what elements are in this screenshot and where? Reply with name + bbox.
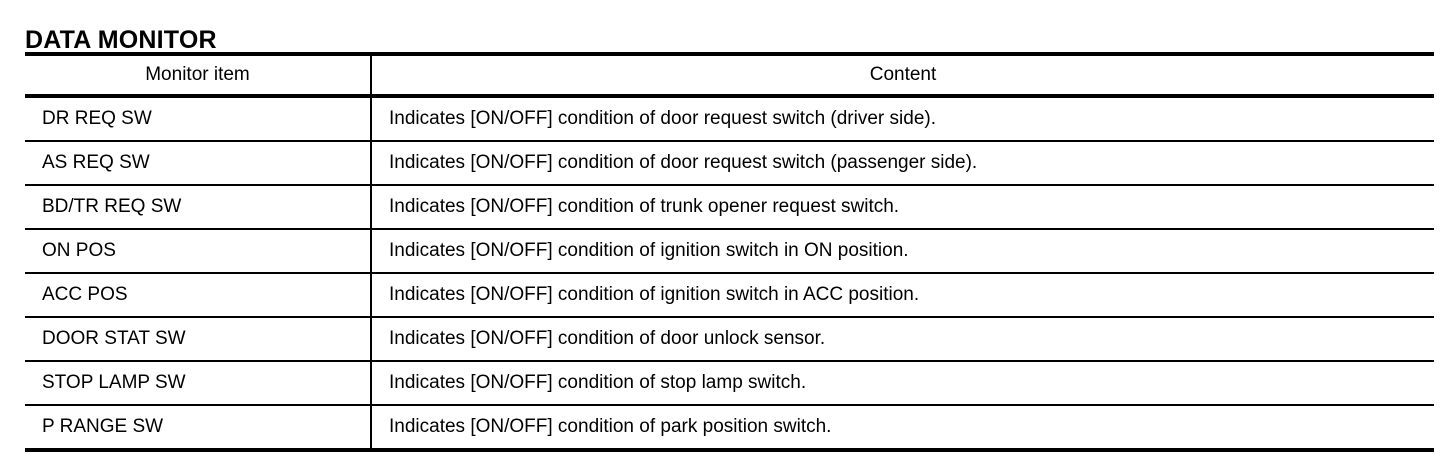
cell-content: Indicates [ON/OFF] condition of door req…: [371, 141, 1434, 186]
table-row: AS REQ SW Indicates [ON/OFF] condition o…: [25, 141, 1434, 186]
table-row: DOOR STAT SW Indicates [ON/OFF] conditio…: [25, 317, 1434, 362]
column-header-monitor-item: Monitor item: [25, 54, 372, 98]
cell-content: Indicates [ON/OFF] condition of park pos…: [389, 416, 832, 437]
table-row: BD/TR REQ SW Indicates [ON/OFF] conditio…: [25, 185, 1434, 230]
cell-monitor-item: AS REQ SW: [25, 141, 372, 186]
table-row: P RANGE SW Indicates [ON/OFF] condition …: [25, 405, 1434, 450]
column-header-content: Content: [371, 54, 1434, 98]
cell-content: Indicates [ON/OFF] condition of door unl…: [371, 317, 1434, 362]
cell-content: Indicates [ON/OFF] condition of ignition…: [371, 273, 1434, 318]
cell-monitor-item: DOOR STAT SW: [25, 317, 372, 362]
table-row: ACC POS Indicates [ON/OFF] condition of …: [25, 273, 1434, 318]
cell-monitor-item: ON POS: [25, 229, 372, 274]
table-row: DR REQ SW Indicates [ON/OFF] condition o…: [25, 96, 1434, 142]
cell-content: Indicates [ON/OFF] condition of trunk op…: [371, 185, 1434, 230]
table-header-row: Monitor item Content: [25, 54, 1434, 98]
cell-monitor-item: BD/TR REQ SW: [25, 185, 372, 230]
cell-monitor-item: DR REQ SW: [25, 96, 372, 142]
table-row: STOP LAMP SW Indicates [ON/OFF] conditio…: [25, 361, 1434, 406]
table-row: ON POS Indicates [ON/OFF] condition of i…: [25, 229, 1434, 274]
cell-content: Indicates [ON/OFF] condition of door req…: [371, 96, 1434, 142]
cell-content: Indicates [ON/OFF] condition of ignition…: [371, 229, 1434, 274]
page-title: DATA MONITOR: [25, 25, 217, 54]
cell-monitor-item: P RANGE SW: [25, 405, 372, 450]
table-body: DR REQ SW Indicates [ON/OFF] condition o…: [25, 96, 1434, 450]
cell-monitor-item: ACC POS: [25, 273, 372, 318]
data-monitor-table: Monitor item Content DR REQ SW Indicates…: [25, 52, 1434, 452]
cell-content: Indicates [ON/OFF] condition of stop lam…: [371, 361, 1434, 406]
data-monitor-table-container: Monitor item Content DR REQ SW Indicates…: [25, 52, 1434, 452]
table-header: Monitor item Content: [25, 54, 1434, 98]
cell-monitor-item: STOP LAMP SW: [25, 361, 372, 406]
